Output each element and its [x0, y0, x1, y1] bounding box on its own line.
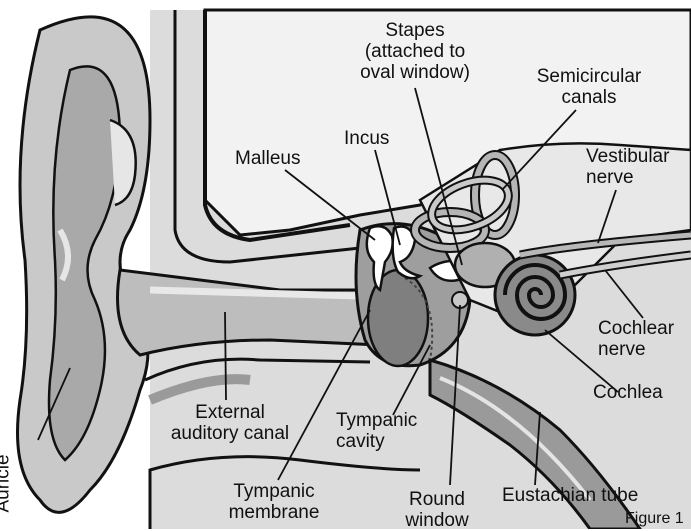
stapes-label: Stapes (attached to oval window) [352, 20, 478, 83]
cochlea-shape [495, 255, 575, 335]
cochlea-label: Cochlea [593, 382, 663, 403]
tympanic-cavity-label: Tympanic cavity [336, 410, 417, 452]
tympanic-membrane-label: Tympanic membrane [214, 481, 334, 523]
malleus-label: Malleus [235, 148, 300, 169]
auricle-label: Auricle [0, 454, 14, 512]
vestibular-nerve-label: Vestibular nerve [586, 146, 669, 188]
figure-caption: Figure 1 [625, 510, 684, 528]
round-window-label: Round window [392, 489, 482, 531]
cochlear-nerve-label: Cochlear nerve [598, 318, 674, 360]
external-auditory-canal-label: External auditory canal [160, 402, 300, 444]
eustachian-tube-label: Eustachian tube [502, 485, 638, 506]
semicircular-canals-label: Semicircular canals [528, 66, 650, 108]
incus-label: Incus [344, 128, 389, 149]
